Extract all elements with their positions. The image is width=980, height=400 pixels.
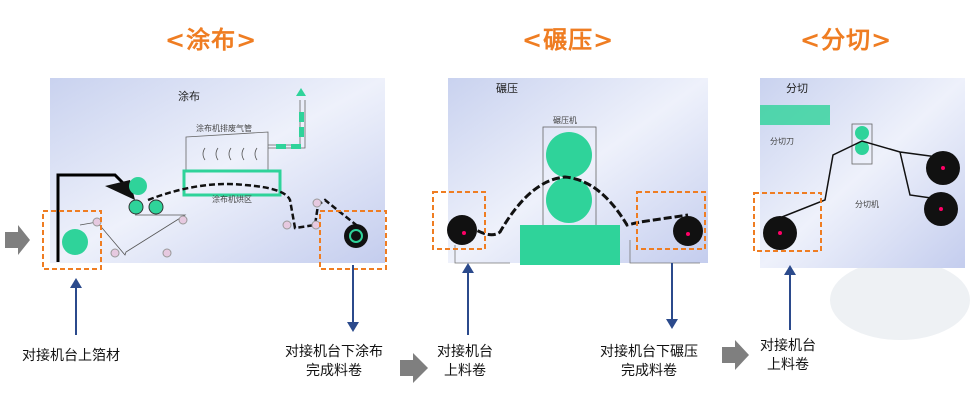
exhaust-arrows-icon — [276, 88, 306, 149]
flow-arrow-icon — [722, 340, 749, 370]
coating-heading: 涂布 — [178, 89, 200, 103]
rolling-heading: 碾压 — [496, 82, 518, 95]
slitting-input-line1: 对接机台 — [760, 338, 816, 354]
slitting-title: <分切> — [800, 26, 893, 54]
rolling-output-line2: 完成料卷 — [621, 363, 677, 379]
slitting-input-label: 对接机台 上料卷 — [760, 337, 816, 375]
coating-output-line2: 完成料卷 — [306, 363, 362, 379]
slitting-input-line2: 上料卷 — [767, 357, 809, 373]
exhaust-label: 涂布机排废气管 — [196, 123, 252, 133]
indicator-arrows — [70, 263, 796, 335]
coating-output-line1: 对接机台下涂布 — [285, 344, 383, 360]
flow-arrow-icon — [5, 225, 30, 255]
coating-title: <涂布> — [165, 26, 258, 54]
rolling-output-label: 对接机台下碾压 完成料卷 — [600, 343, 698, 381]
rolling-input-label: 对接机台 上料卷 — [437, 343, 493, 381]
rolling-panel: 碾压 碾压机 — [432, 78, 708, 265]
coating-input-label: 对接机台上箔材 — [22, 348, 120, 364]
rolling-input-line2: 上料卷 — [444, 363, 486, 379]
flow-arrow-icon — [400, 353, 428, 383]
coating-output-label: 对接机台下涂布 完成料卷 — [285, 343, 383, 381]
coating-panel: 涂布 涂布机排废气管 涂布机烘区 — [42, 78, 387, 270]
slitting-heading: 分切 — [786, 82, 808, 95]
rolling-input-line1: 对接机台 — [437, 344, 493, 360]
oven-label: 涂布机烘区 — [212, 194, 252, 204]
rolling-title: <碾压> — [522, 26, 615, 54]
map-background — [830, 260, 970, 340]
blade-label: 分切刀 — [770, 137, 794, 146]
slitting-machine-label: 分切机 — [855, 199, 879, 209]
slitting-panel: 分切 分切刀 分切机 — [753, 78, 965, 268]
rolling-output-line1: 对接机台下碾压 — [600, 344, 698, 360]
rolling-machine-label: 碾压机 — [553, 115, 577, 125]
